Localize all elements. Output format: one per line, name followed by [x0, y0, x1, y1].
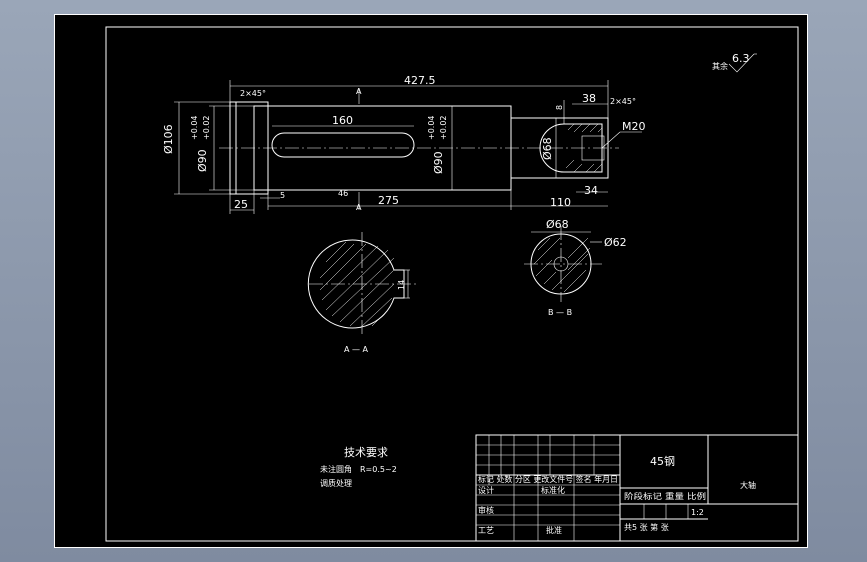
dim-len-46: 46	[338, 189, 348, 198]
dim-len-34: 34	[584, 184, 598, 197]
dim-dia-62: Ø62	[604, 236, 627, 249]
dim-len-25: 25	[234, 198, 248, 211]
tech-line2: 调质处理	[320, 478, 352, 488]
dim-dia-90-left: Ø90	[196, 149, 209, 172]
tech-line1-prefix: 未注圆角	[320, 464, 352, 474]
end-hatch	[565, 123, 603, 173]
dim-len-5: 5	[280, 191, 285, 200]
dim-chamfer-right: 2×45°	[610, 97, 636, 106]
section-b-b-label: B — B	[548, 308, 572, 317]
dim-tol-left-upper: +0.04	[190, 115, 199, 140]
dim-dia-106: Ø106	[162, 124, 175, 154]
title-part-name: 大轴	[740, 480, 756, 490]
title-rev-header: 标记 处数 分区 更改文件号 签名 年月日	[478, 474, 618, 484]
dim-keyway-length: 160	[332, 114, 353, 127]
tech-line1-value: R=0.5~2	[360, 465, 397, 474]
inner-frame	[105, 26, 799, 542]
title-row-process: 工艺	[478, 526, 494, 535]
title-block: 45钢 大轴 标记 处数 分区 更改文件号 签名 年月日 设计 标准化 审核 工…	[475, 434, 799, 542]
section-a-key-width: 14	[397, 280, 406, 290]
section-a-a: 14 A — A	[307, 232, 419, 354]
dim-tol-mid-upper: +0.04	[427, 115, 436, 140]
dim-chamfer-left: 2×45°	[240, 89, 266, 98]
title-scale: 1:2	[691, 508, 704, 517]
section-a-mark-top: A	[356, 87, 362, 96]
title-row-design: 设计	[478, 485, 494, 495]
dim-tol-mid-lower: +0.02	[439, 115, 448, 140]
roughness-value: 6.3	[732, 52, 750, 65]
section-a-mark-bottom: A	[356, 203, 362, 212]
dim-dia-68-section: Ø68	[546, 218, 569, 231]
section-a-a-label: A — A	[344, 345, 369, 354]
drawing-sheet: 其余 6.3	[54, 14, 808, 548]
roughness-mark: 其余 6.3	[712, 52, 757, 73]
tech-heading: 技术要求	[344, 446, 388, 459]
dim-len-8: 8	[555, 105, 564, 110]
dim-thread: M20	[622, 120, 646, 133]
tech-requirements: 技术要求 未注圆角 R=0.5~2 调质处理	[320, 446, 397, 488]
title-row-design-std: 标准化	[541, 485, 565, 495]
dim-tol-left-lower: +0.02	[202, 115, 211, 140]
title-stage-header: 阶段标记 重量 比例	[624, 491, 706, 501]
shaft-main-view: 427.5 2×45° 2×45° Ø106 Ø90 +0.04 +0.02 1…	[162, 74, 646, 214]
title-row-check: 审核	[478, 505, 494, 515]
dim-len-110: 110	[550, 196, 571, 209]
outer-frame	[54, 14, 808, 548]
dim-len-275: 275	[378, 194, 399, 207]
keyway	[271, 132, 415, 158]
drawing-canvas: 其余 6.3	[54, 14, 808, 548]
title-material: 45钢	[650, 455, 675, 468]
dim-len-38: 38	[582, 92, 596, 105]
title-row-approve: 批准	[546, 525, 562, 535]
dim-dia-68-shaft: Ø68	[541, 137, 554, 160]
section-b-b: Ø68 Ø62 B — B	[524, 218, 627, 317]
roughness-label: 其余	[712, 61, 728, 71]
dim-dia-90-mid: Ø90	[432, 151, 445, 174]
dim-overall-length: 427.5	[404, 74, 436, 87]
shaft-journal	[510, 117, 609, 179]
title-sheets: 共5 张 第 张	[624, 522, 669, 532]
